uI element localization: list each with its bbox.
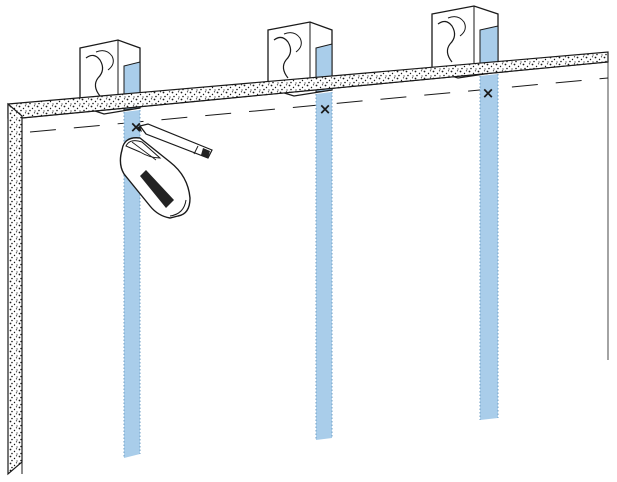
stud-band-3 [479,74,499,420]
wall-face-edge [21,61,609,119]
wall-left-edge [7,102,23,476]
stud-band-2 [315,92,333,440]
x-mark-icon: × [319,100,332,118]
x-mark-icon: × [130,118,143,136]
pencil-icon [136,123,213,159]
stud-finder-icon [119,137,191,219]
x-mark-icon: × [482,84,495,102]
